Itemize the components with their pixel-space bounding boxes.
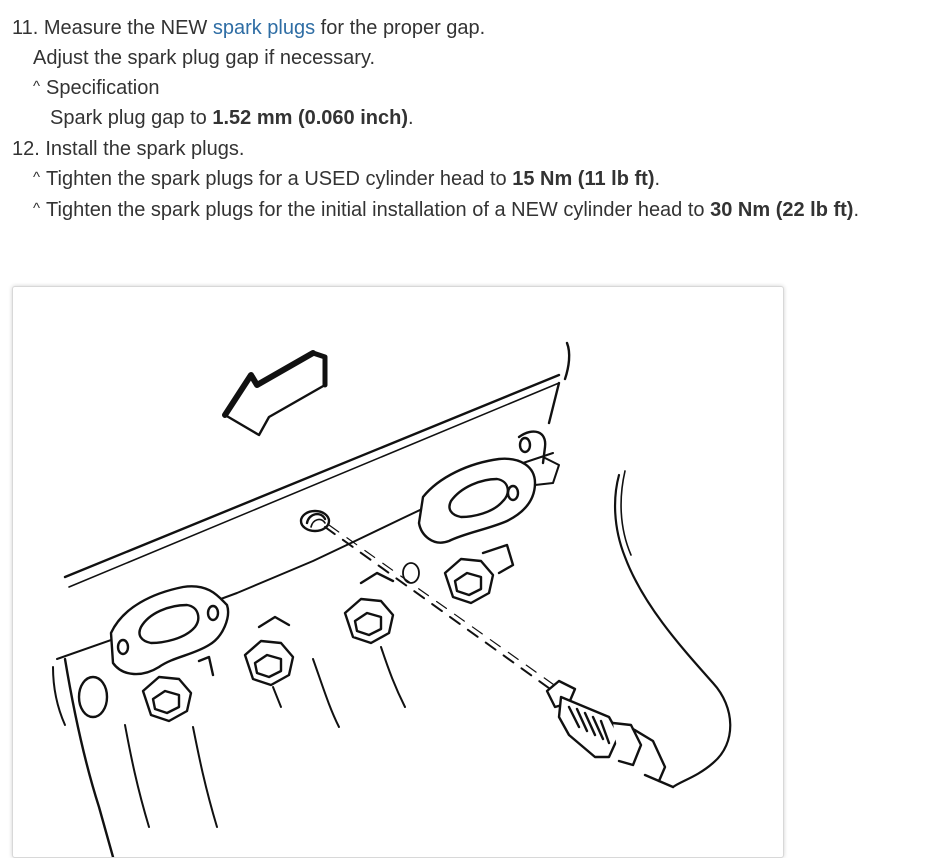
step-11-bullet-specification: ^ Specification: [33, 76, 159, 102]
bullet-marker: ^: [33, 169, 41, 186]
step-11-spec-line: Spark plug gap to 1.52 mm (0.060 inch).: [50, 106, 414, 132]
gap-gauge-wire: [613, 473, 732, 789]
spec-value: 1.52 mm (0.060 inch): [212, 107, 408, 129]
step-number: 12.: [12, 138, 40, 160]
step-11-heading: 11. Measure the NEW spark plugs for the …: [12, 16, 485, 42]
hex-bolt: [243, 615, 295, 687]
step-text: Install the spark plugs.: [45, 138, 245, 160]
spark-plug-well: [299, 509, 331, 533]
head-top-edge: [63, 373, 561, 579]
cover-edge: [563, 341, 571, 381]
bullet-text: Tighten the spark plugs for a USED cylin…: [46, 168, 513, 190]
step-12-heading: 12. Install the spark plugs.: [12, 137, 244, 163]
hex-bolt: [343, 571, 395, 645]
spark-plug-installation-figure: [12, 286, 784, 858]
spec-text: Spark plug gap to: [50, 107, 213, 129]
cylinder-head-illustration: [52, 341, 732, 857]
bullet-text: Tighten the spark plugs for the initial …: [46, 199, 711, 221]
bullet-end: .: [654, 168, 661, 190]
spec-end: .: [408, 107, 414, 129]
bullet-end: .: [853, 199, 860, 221]
bullet-text: Specification: [46, 77, 160, 99]
bullet-marker: ^: [33, 78, 41, 95]
step-number: 11.: [12, 17, 39, 39]
bolt-hole: [77, 675, 109, 719]
step-11-note: Adjust the spark plug gap if necessary.: [33, 46, 375, 72]
spark-plug-icon: [545, 679, 675, 789]
front-direction-arrow-icon: [222, 350, 328, 437]
step-12-bullet-used-head: ^ Tighten the spark plugs for a USED cyli…: [33, 167, 660, 193]
torque-value-used: 15 Nm (11 lb ft): [512, 168, 655, 190]
note-text: Adjust the spark plug gap if necessary.: [33, 47, 376, 69]
step-text: Measure the NEW: [43, 17, 213, 39]
exhaust-port-flange-1: [109, 585, 230, 676]
bullet-marker: ^: [33, 200, 41, 217]
spark-plugs-link[interactable]: spark plugs: [212, 17, 316, 39]
exhaust-port-flange-2: [417, 430, 547, 544]
step-12-bullet-new-head: ^ Tighten the spark plugs for the initial…: [33, 198, 859, 224]
hex-bolt: [141, 655, 215, 723]
torque-value-new: 30 Nm (22 lb ft): [710, 199, 854, 221]
installation-path-line: [324, 526, 554, 692]
hex-bolt: [443, 543, 515, 605]
step-text-end: for the proper gap.: [315, 17, 486, 39]
